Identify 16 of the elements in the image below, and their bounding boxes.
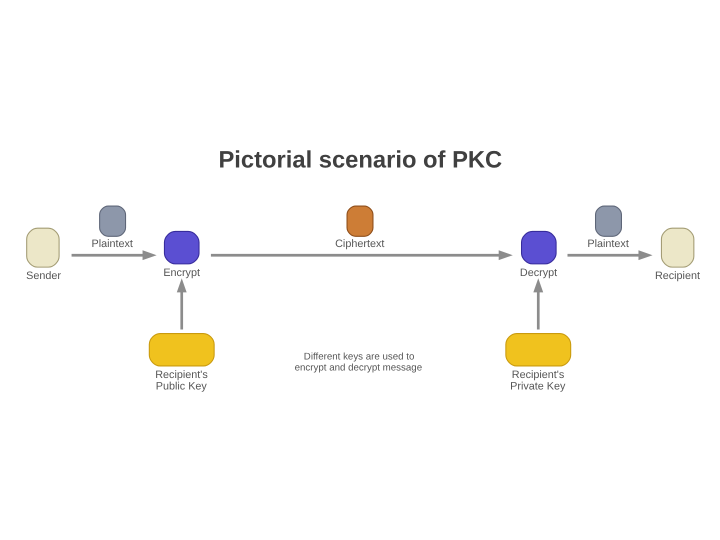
node-label: Sender xyxy=(26,269,61,282)
node-label: Decrypt xyxy=(520,266,558,278)
node-label: Recipient's Public Key xyxy=(155,368,208,392)
node-label: Recipient's Private Key xyxy=(510,368,566,392)
arrow xyxy=(176,278,187,329)
node-label: Encrypt xyxy=(163,266,200,278)
edge-label: Ciphertext xyxy=(335,238,384,250)
arrow xyxy=(210,250,513,260)
arrow xyxy=(533,278,544,329)
arrow xyxy=(72,250,157,260)
edge-label: Plaintext xyxy=(92,238,133,250)
diagram-title: Pictorial scenario of PKC xyxy=(218,146,502,174)
label: Different keys are used to encrypt and decrypt message xyxy=(294,351,422,374)
arrow xyxy=(567,250,653,260)
node-label: Recipient xyxy=(654,269,700,282)
edge-label: Plaintext xyxy=(587,238,629,250)
